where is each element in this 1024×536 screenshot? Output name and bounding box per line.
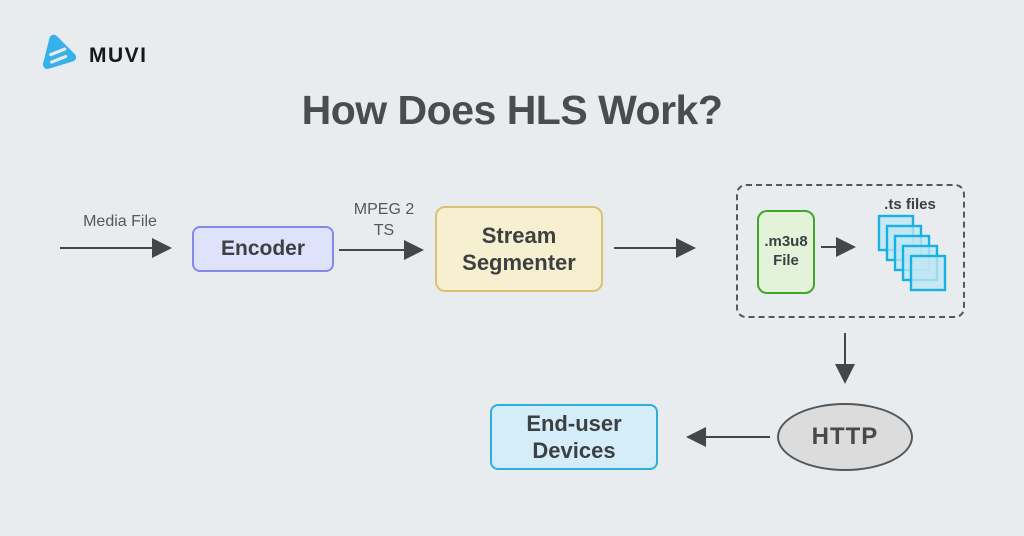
encoder-node: Encoder: [192, 226, 334, 272]
m3u8-file-node: .m3u8 File: [757, 210, 815, 294]
ts-files-stack-icon: [877, 214, 947, 292]
page-title: How Does HLS Work?: [301, 87, 723, 133]
http-node: HTTP: [777, 403, 913, 471]
ts-files-label: .ts files: [884, 196, 936, 213]
brand-logo: MUVI: [38, 31, 148, 77]
end-user-devices-node: End-user Devices: [490, 404, 658, 470]
mpeg2-ts-label: MPEG 2 TS: [353, 201, 415, 239]
segmented-output-container: [736, 184, 965, 318]
media-file-label: Media File: [83, 213, 157, 230]
muvi-play-icon: [42, 34, 77, 69]
stream-segmenter-node: Stream Segmenter: [435, 206, 603, 292]
brand-name: MUVI: [89, 44, 148, 67]
